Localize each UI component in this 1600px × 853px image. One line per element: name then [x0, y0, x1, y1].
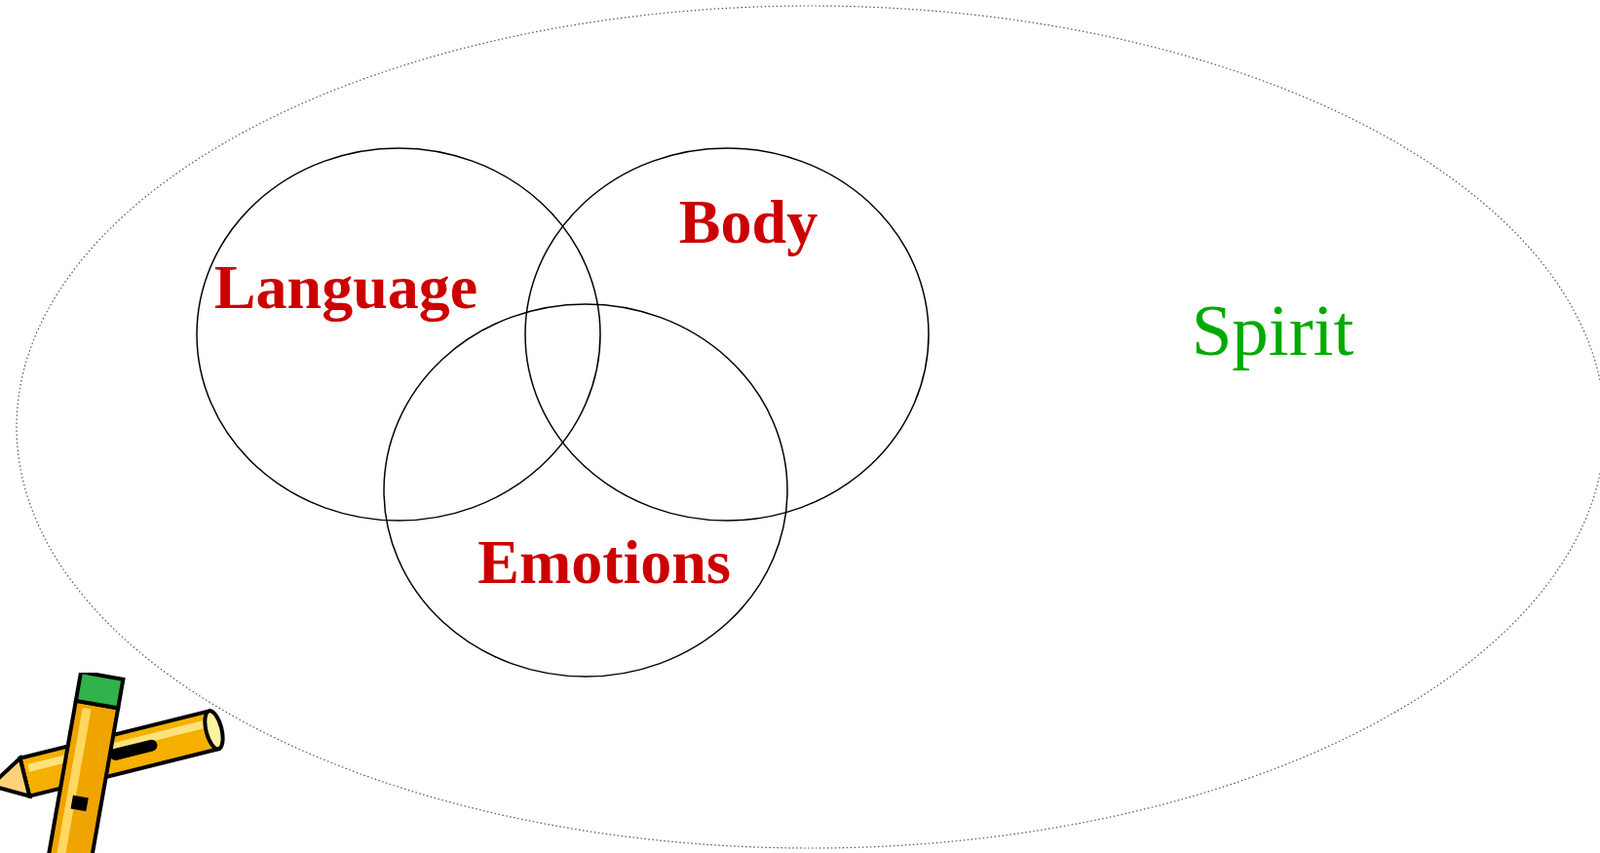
- node-label: Emotions: [477, 531, 731, 594]
- outline: [383, 304, 788, 677]
- region-outline: [15, 4, 1600, 849]
- circle-outline: [382, 303, 789, 678]
- node-label: Spirit: [1191, 293, 1355, 367]
- pencil: [46, 672, 123, 853]
- venn-circle: Language: [195, 147, 602, 522]
- outline: [16, 5, 1600, 848]
- venn-circle: Body: [524, 147, 930, 522]
- venn-circle: Emotions: [382, 303, 789, 678]
- spirit-region: Spirit Language BodyEmotions: [15, 4, 1600, 849]
- node-label: Body: [679, 190, 818, 254]
- outline: [196, 148, 601, 521]
- outline: [525, 148, 929, 521]
- circle-outline: [195, 147, 602, 522]
- pencil-clipart: [0, 672, 254, 853]
- node-label: Language: [214, 256, 478, 319]
